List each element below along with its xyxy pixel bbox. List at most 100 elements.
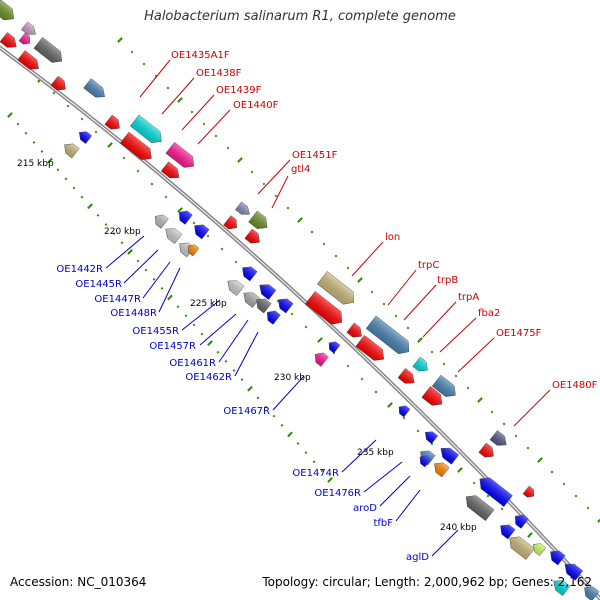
reverse-gene-arrow[interactable] xyxy=(264,308,281,325)
forward-gene-arrow[interactable] xyxy=(421,386,446,409)
reverse-gene-arrow[interactable] xyxy=(61,140,80,159)
reverse-gene-arrow[interactable] xyxy=(185,242,200,257)
forward-gene-label[interactable]: OE1451F xyxy=(292,150,338,161)
forward-gene-arrow[interactable] xyxy=(235,201,252,218)
minor-tick xyxy=(80,117,84,121)
reverse-gene-arrow[interactable] xyxy=(224,276,245,296)
reverse-gene-label[interactable]: OE1455R xyxy=(132,326,179,337)
reverse-gene-arrow[interactable] xyxy=(505,532,535,560)
forward-gene-arrow[interactable] xyxy=(431,374,460,401)
reverse-gene-label[interactable]: OE1461R xyxy=(169,358,216,369)
forward-gene-label[interactable]: trpC xyxy=(418,260,439,271)
forward-gene-label[interactable]: OE1439F xyxy=(216,85,262,96)
reverse-gene-arrow[interactable] xyxy=(422,428,439,444)
forward-gene-label[interactable]: OE1475F xyxy=(496,328,542,339)
minor-tick xyxy=(200,332,204,336)
reverse-gene-arrow[interactable] xyxy=(476,473,513,507)
reverse-gene-label[interactable]: OE1442R xyxy=(56,264,103,275)
reverse-gene-label[interactable]: OE1448R xyxy=(110,308,157,319)
reverse-gene-arrow[interactable] xyxy=(547,547,566,566)
minor-tick xyxy=(220,247,224,251)
forward-gene-arrow[interactable] xyxy=(160,161,183,183)
reverse-gene-arrow[interactable] xyxy=(431,459,450,478)
forward-gene-arrow[interactable] xyxy=(0,0,18,24)
reverse-gene-arrow[interactable] xyxy=(512,512,529,529)
forward-gene-arrow[interactable] xyxy=(305,291,346,328)
major-tick xyxy=(457,467,463,473)
forward-gene-label[interactable]: fba2 xyxy=(478,308,500,319)
reverse-gene-arrow[interactable] xyxy=(176,208,193,225)
forward-gene-arrow[interactable] xyxy=(120,131,155,164)
reverse-gene-arrow[interactable] xyxy=(550,576,571,596)
forward-gene-arrow[interactable] xyxy=(355,334,388,365)
forward-gene-arrow[interactable] xyxy=(365,315,414,358)
minor-tick xyxy=(296,442,300,445)
forward-gene-arrow[interactable] xyxy=(18,32,33,47)
reverse-gene-arrow[interactable] xyxy=(530,540,547,556)
minor-tick xyxy=(526,446,530,450)
forward-gene-arrow[interactable] xyxy=(317,271,358,308)
forward-gene-arrow[interactable] xyxy=(489,430,510,449)
reverse-gene-arrow[interactable] xyxy=(396,403,411,418)
forward-gene-arrow[interactable] xyxy=(104,114,123,133)
reverse-gene-label[interactable]: aroD xyxy=(353,503,377,514)
reverse-gene-arrow[interactable] xyxy=(462,491,495,522)
reverse-gene-label[interactable]: OE1474R xyxy=(292,468,339,479)
reverse-gene-arrow[interactable] xyxy=(437,444,460,465)
reverse-gene-arrow[interactable] xyxy=(162,224,183,244)
forward-gene-arrow[interactable] xyxy=(397,368,418,387)
forward-gene-arrow[interactable] xyxy=(0,32,20,51)
reverse-gene-label[interactable]: OE1447R xyxy=(94,294,141,305)
reverse-gene-arrow[interactable] xyxy=(191,221,210,240)
forward-gene-label[interactable]: OE1435A1F xyxy=(171,50,230,61)
reverse-gene-arrow[interactable] xyxy=(312,350,329,367)
reverse-gene-label[interactable]: OE1445R xyxy=(75,279,122,290)
forward-gene-arrow[interactable] xyxy=(248,210,272,233)
reverse-gene-label[interactable]: tfbF xyxy=(373,518,393,529)
reverse-gene-arrow[interactable] xyxy=(417,453,432,468)
forward-gene-arrow[interactable] xyxy=(412,356,431,375)
forward-gene-label[interactable]: trpB xyxy=(437,275,458,286)
minor-tick xyxy=(406,326,410,330)
forward-gene-arrow[interactable] xyxy=(522,485,537,500)
forward-gene-label[interactable]: OE1438F xyxy=(196,68,242,79)
forward-gene-arrow[interactable] xyxy=(21,21,38,38)
reverse-gene-arrow[interactable] xyxy=(561,560,584,581)
forward-gene-label[interactable]: lon xyxy=(385,232,400,243)
forward-gene-arrow[interactable] xyxy=(223,215,241,233)
major-tick xyxy=(597,517,600,523)
forward-gene-arrow[interactable] xyxy=(478,442,497,461)
reverse-gene-arrow[interactable] xyxy=(239,263,258,282)
reverse-gene-arrow[interactable] xyxy=(240,288,261,308)
reverse-gene-arrow[interactable] xyxy=(253,295,272,314)
reverse-gene-arrow[interactable] xyxy=(152,212,169,229)
reverse-gene-arrow[interactable] xyxy=(326,339,341,354)
reverse-gene-arrow[interactable] xyxy=(497,521,516,540)
major-tick xyxy=(287,431,293,438)
forward-gene-arrow[interactable] xyxy=(130,114,165,147)
forward-gene-arrow[interactable] xyxy=(165,141,198,172)
reverse-gene-arrow[interactable] xyxy=(76,128,93,144)
forward-gene-arrow[interactable] xyxy=(346,322,365,341)
major-tick xyxy=(417,337,423,343)
reverse-gene-label[interactable]: aglD xyxy=(406,552,429,563)
reverse-gene-label[interactable]: OE1467R xyxy=(223,406,270,417)
minor-tick xyxy=(454,374,458,378)
reverse-gene-arrow[interactable] xyxy=(256,280,277,300)
forward-gene-arrow[interactable] xyxy=(244,228,263,247)
forward-gene-arrow[interactable] xyxy=(17,50,43,73)
reverse-gene-label[interactable]: OE1457R xyxy=(149,341,196,352)
forward-gene-arrow[interactable] xyxy=(33,36,66,67)
reverse-gene-arrow[interactable] xyxy=(581,583,600,600)
forward-gene-label[interactable]: OE1440F xyxy=(233,100,279,111)
reverse-label-leader xyxy=(234,331,259,377)
reverse-gene-label[interactable]: OE1476R xyxy=(314,488,361,499)
reverse-gene-label[interactable]: OE1462R xyxy=(185,372,232,383)
forward-gene-arrow[interactable] xyxy=(50,75,69,94)
forward-gene-label[interactable]: gtl4 xyxy=(291,164,310,175)
reverse-gene-arrow[interactable] xyxy=(275,295,294,314)
reverse-label-leader xyxy=(363,461,403,493)
forward-gene-arrow[interactable] xyxy=(83,78,109,101)
forward-gene-label[interactable]: trpA xyxy=(458,292,479,303)
forward-gene-label[interactable]: OE1480F xyxy=(552,380,598,391)
